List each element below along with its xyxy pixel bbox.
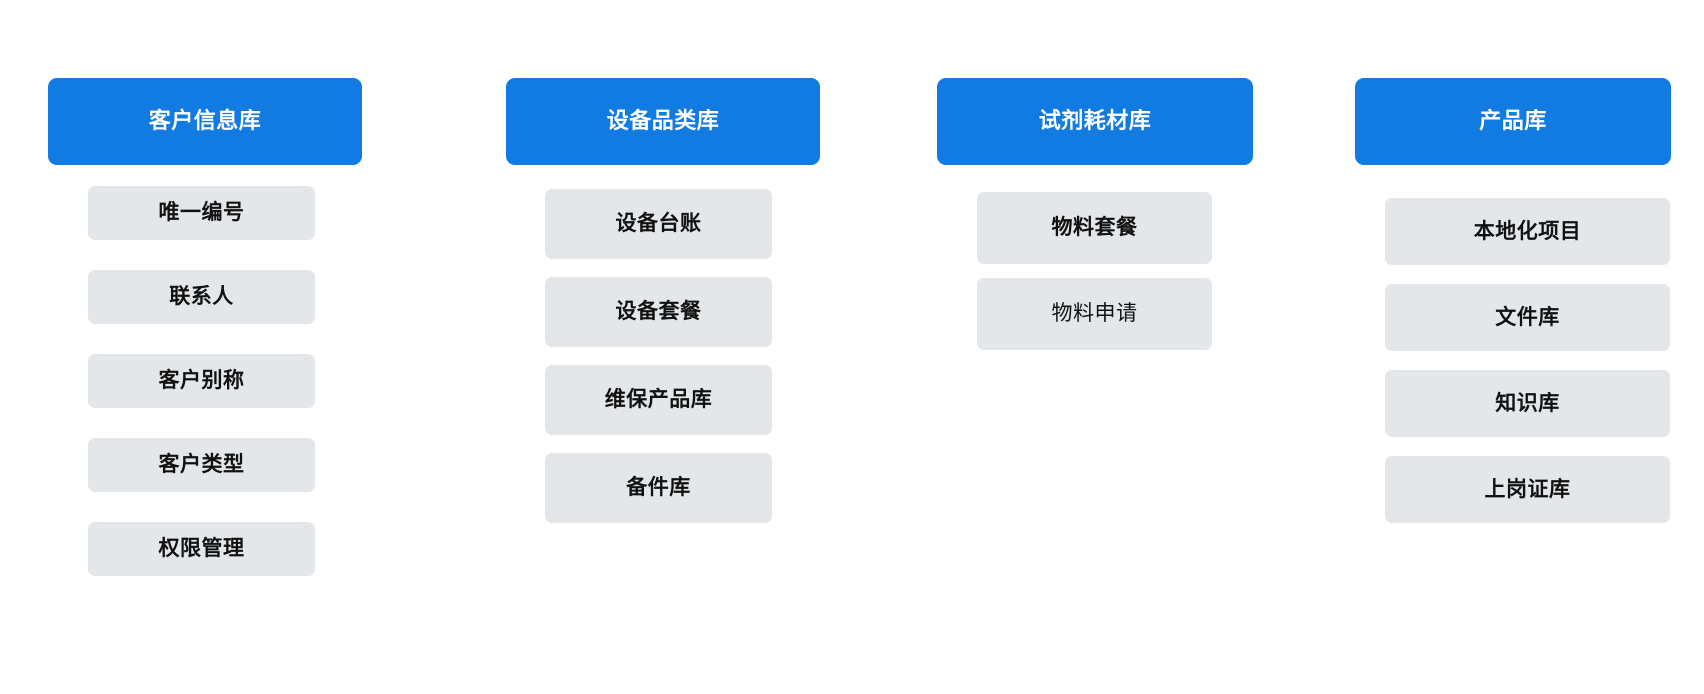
node-list-reagent-consumable-library: 物料套餐 物料申请: [977, 192, 1212, 364]
node-list-product-library: 本地化项目 文件库 知识库 上岗证库: [1385, 198, 1670, 542]
column-equipment-category-library: 设备品类库 设备台账 设备套餐 维保产品库 备件库: [506, 78, 820, 541]
node-item[interactable]: 客户别称: [88, 354, 315, 408]
node-item[interactable]: 知识库: [1385, 370, 1670, 437]
node-item[interactable]: 设备套餐: [545, 277, 772, 347]
node-item[interactable]: 上岗证库: [1385, 456, 1670, 523]
node-item[interactable]: 物料套餐: [977, 192, 1212, 264]
node-item[interactable]: 文件库: [1385, 284, 1670, 351]
column-reagent-consumable-library: 试剂耗材库 物料套餐 物料申请: [937, 78, 1253, 364]
group-header-reagent-consumable-library[interactable]: 试剂耗材库: [937, 78, 1253, 165]
node-list-equipment-category-library: 设备台账 设备套餐 维保产品库 备件库: [545, 189, 772, 541]
node-item[interactable]: 联系人: [88, 270, 315, 324]
node-item[interactable]: 客户类型: [88, 438, 315, 492]
column-customer-information-library: 客户信息库 唯一编号 联系人 客户别称 客户类型 权限管理: [0, 0, 460, 694]
node-list-customer-information-library: 唯一编号 联系人 客户别称 客户类型 权限管理: [88, 186, 315, 606]
node-item[interactable]: 维保产品库: [545, 365, 772, 435]
node-item[interactable]: 本地化项目: [1385, 198, 1670, 265]
node-item[interactable]: 权限管理: [88, 522, 315, 576]
node-item[interactable]: 物料申请: [977, 278, 1212, 350]
group-header-equipment-category-library[interactable]: 设备品类库: [506, 78, 820, 165]
group-header-product-library[interactable]: 产品库: [1355, 78, 1671, 165]
node-item[interactable]: 唯一编号: [88, 186, 315, 240]
group-header-customer-information-library[interactable]: 客户信息库: [48, 78, 362, 165]
node-item[interactable]: 设备台账: [545, 189, 772, 259]
node-item[interactable]: 备件库: [545, 453, 772, 523]
